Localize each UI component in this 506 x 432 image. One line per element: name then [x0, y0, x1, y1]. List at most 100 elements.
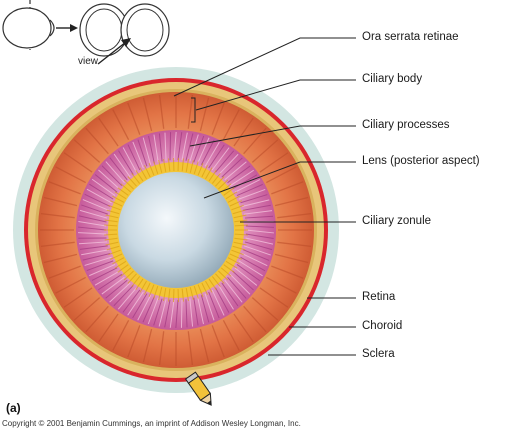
label-retina: Retina [362, 291, 396, 303]
ciliary-process-fiber [197, 296, 204, 325]
zonule-fiber [193, 285, 199, 299]
ciliary-process-fiber [158, 299, 167, 327]
zonule-fiber [127, 176, 137, 187]
ciliary-ridge [63, 152, 93, 173]
ciliary-ridge [112, 109, 130, 140]
ciliary-ridge [271, 181, 304, 195]
ciliary-body-bracket [191, 97, 196, 123]
ciliary-process-fiber [79, 209, 108, 219]
ciliary-ridge [187, 331, 194, 366]
ciliary-process-fiber [240, 194, 268, 204]
ciliary-process-fiber [244, 245, 271, 256]
ciliary-process-fiber [169, 299, 175, 328]
ciliary-ridge [98, 117, 119, 147]
ciliary-process-fiber [173, 131, 177, 161]
zonule-fiber [201, 165, 209, 178]
ciliary-process-fiber [101, 276, 125, 295]
zonule-fiber [112, 257, 125, 265]
ciliary-process-fiber [164, 299, 171, 328]
zonule-fiber [148, 284, 155, 297]
ciliary-process-fiber [132, 141, 144, 169]
zonule-fiber [123, 270, 134, 281]
ciliary-process-fiber [181, 132, 188, 161]
ciliary-ridge [271, 265, 304, 279]
ciliary-process-fiber [245, 237, 274, 245]
ciliary-process-fiber [118, 150, 134, 175]
inset-eye-half-back-inner [126, 8, 164, 52]
zonule-fiber [232, 209, 246, 215]
ciliary-ridges [40, 94, 312, 366]
ciliary-process-fiber [185, 299, 188, 328]
ciliary-process-fiber [245, 229, 275, 234]
ciliary-process-fiber [153, 134, 159, 163]
label-choroid: Choroid [362, 320, 403, 332]
ciliary-process-fiber [91, 178, 116, 196]
ciliary-process-fiber [127, 144, 141, 171]
ciliary-process-fiber [86, 188, 112, 204]
zonule-fiber [215, 176, 225, 187]
ciliary-process-fiber [221, 282, 239, 307]
ciliary-process-fiber [240, 256, 266, 272]
zonule-fiber [211, 172, 221, 184]
zonule-fiber [218, 270, 229, 281]
ciliary-process-fiber [236, 264, 261, 282]
ciliary-process-fiber [169, 132, 172, 161]
zonule-fiber [205, 167, 213, 180]
zonule-fiber [215, 273, 225, 284]
ciliary-process-fiber [208, 144, 225, 169]
zonule-fiber [139, 280, 147, 293]
ciliary-ridge [233, 117, 254, 147]
ciliary-process-fiber [91, 267, 118, 281]
ciliary-ridge [211, 325, 225, 358]
ciliary-ridge [222, 320, 240, 351]
zonule-fiber [167, 158, 171, 172]
ciliary-process-fiber [175, 299, 179, 329]
zonule-fiber [108, 204, 121, 211]
ciliary-ridge [277, 212, 312, 219]
ciliary-process-fiber [89, 263, 116, 277]
zonule-fiber [197, 163, 204, 176]
ciliary-process-fiber [238, 188, 266, 200]
view-arrowhead [121, 38, 131, 47]
ciliary-process-fiber [227, 277, 247, 299]
ciliary-process-fiber [180, 299, 183, 328]
zonule-fiber [227, 195, 240, 203]
ciliary-process-fiber [189, 298, 194, 327]
zonule-fiber [104, 224, 118, 227]
ciliary-ridge [266, 276, 297, 294]
zonule-fiber [181, 158, 185, 172]
ciliary-ridge [243, 305, 267, 333]
ciliary-ridge [259, 152, 289, 173]
ciliary-ridge [142, 328, 153, 363]
ciliary-ridge [199, 328, 210, 363]
zonule-fiber [123, 179, 134, 190]
zonule-fiber [208, 170, 217, 182]
zonule-fiber [234, 237, 248, 241]
zonule-fiber [153, 285, 159, 299]
zonule-fiber [231, 249, 244, 256]
ciliary-process-fiber [244, 215, 274, 219]
label-lens: Lens (posterior aspect) [362, 155, 480, 167]
ciliary-zonule-fibers [104, 158, 248, 302]
ciliary-process-fiber [238, 260, 263, 277]
ciliary-ridge [211, 102, 225, 135]
zonule-fiber [234, 219, 248, 223]
zonule-fiber [143, 165, 151, 178]
ciliary-process-fiber [81, 249, 109, 256]
ciliary-process-fiber [204, 141, 220, 167]
zonule-fiber [234, 224, 248, 227]
zonule-fiber [110, 200, 123, 207]
zonule-fiber [104, 219, 118, 223]
ciliary-process-fiber [204, 293, 215, 321]
zonule-fiber [181, 288, 185, 302]
ciliary-ridge [251, 297, 279, 321]
ciliary-process-fiber [109, 282, 131, 303]
ciliary-process-fiber [105, 279, 128, 299]
zonule-fiber [131, 276, 141, 288]
zonule-fiber [218, 179, 229, 190]
ciliary-process-fiber [208, 291, 220, 319]
ciliary-process-fiber [241, 253, 268, 267]
ciliary-ridge [43, 253, 78, 264]
zonule-fiber [148, 163, 155, 176]
ciliary-process-fiber [122, 147, 137, 173]
